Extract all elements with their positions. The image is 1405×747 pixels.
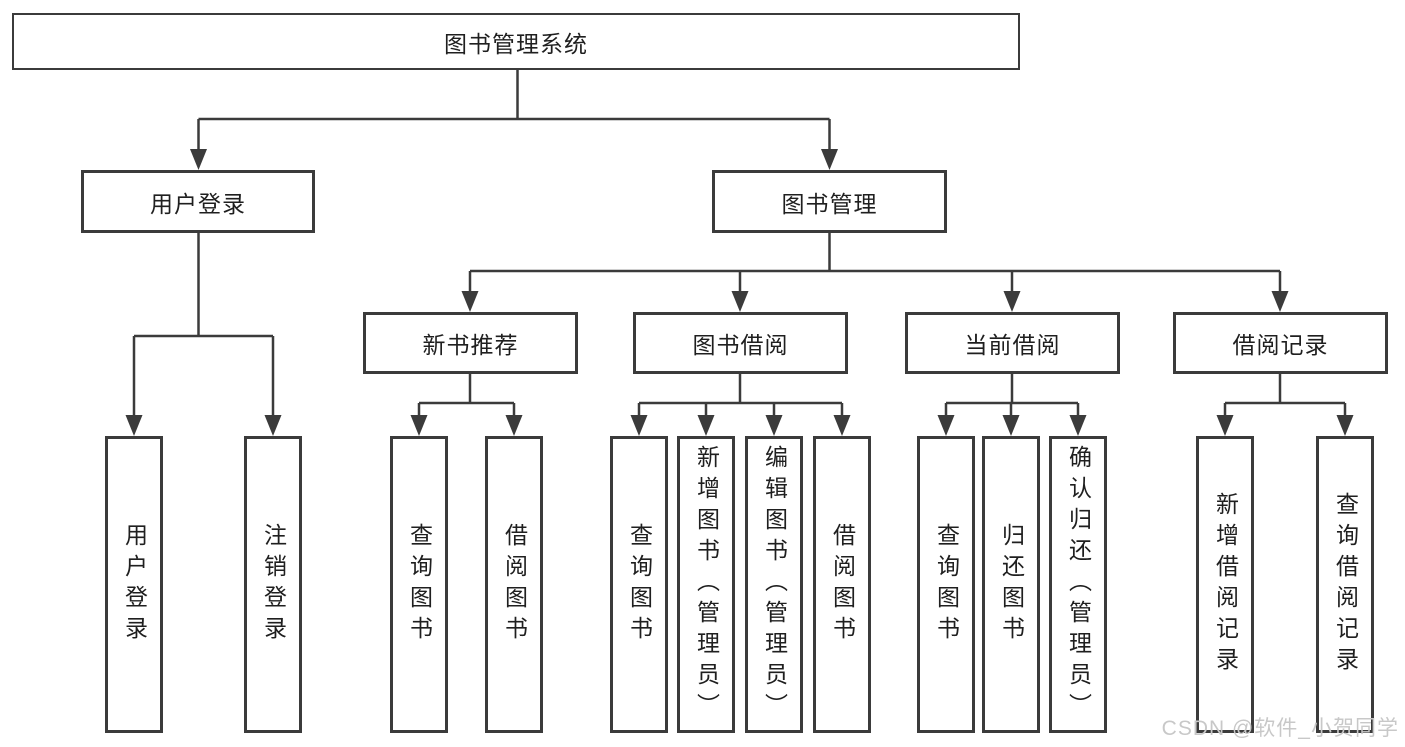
csdn-watermark: CSDN @软件_小贺同学: [1161, 717, 1399, 740]
leaf-borrow-book: 借阅图书: [813, 436, 871, 733]
node-book-management: 图书管理: [712, 170, 947, 233]
node-current-borrow-label: 当前借阅: [964, 332, 1061, 358]
node-book-borrow-label: 图书借阅: [692, 332, 789, 358]
leaf-borrow-query-label: 查询图书: [626, 522, 653, 647]
leaf-borrow-query: 查询图书: [610, 436, 668, 733]
leaf-record-query: 查询借阅记录: [1316, 436, 1374, 733]
leaf-logout-label: 注销登录: [260, 522, 287, 647]
node-new-book-recommend: 新书推荐: [363, 312, 578, 374]
node-user-login: 用户登录: [81, 170, 315, 233]
leaf-current-confirm-admin-label: 确认归还（管理员）: [1065, 445, 1092, 724]
leaf-borrow-book-label: 借阅图书: [829, 522, 856, 647]
node-borrow-record-label: 借阅记录: [1232, 332, 1329, 358]
node-borrow-record: 借阅记录: [1173, 312, 1388, 374]
node-root-label: 图书管理系统: [444, 30, 588, 57]
leaf-newbook-query: 查询图书: [390, 436, 448, 733]
leaf-record-add: 新增借阅记录: [1196, 436, 1254, 733]
node-user-login-label: 用户登录: [150, 190, 246, 217]
leaf-newbook-borrow: 借阅图书: [485, 436, 543, 733]
leaf-borrow-add-admin-label: 新增图书（管理员）: [693, 445, 720, 724]
leaf-current-return-label: 归还图书: [998, 522, 1025, 647]
leaf-current-query: 查询图书: [917, 436, 975, 733]
leaf-newbook-borrow-label: 借阅图书: [501, 522, 528, 647]
node-book-management-label: 图书管理: [781, 190, 878, 217]
arrowheads: [125, 149, 1354, 436]
leaf-current-query-label: 查询图书: [933, 522, 960, 647]
leaf-borrow-add-admin: 新增图书（管理员）: [677, 436, 735, 733]
leaf-borrow-edit-admin-label: 编辑图书（管理员）: [761, 445, 788, 724]
node-book-borrow: 图书借阅: [633, 312, 848, 374]
leaf-current-return: 归还图书: [982, 436, 1040, 733]
leaf-newbook-query-label: 查询图书: [406, 522, 433, 647]
node-current-borrow: 当前借阅: [905, 312, 1120, 374]
node-new-book-recommend-label: 新书推荐: [422, 332, 519, 358]
leaf-user-login: 用户登录: [105, 436, 163, 733]
leaf-borrow-edit-admin: 编辑图书（管理员）: [745, 436, 803, 733]
leaf-user-login-label: 用户登录: [121, 522, 148, 647]
leaf-record-query-label: 查询借阅记录: [1332, 491, 1359, 678]
leaf-record-add-label: 新增借阅记录: [1212, 491, 1239, 678]
leaf-current-confirm-admin: 确认归还（管理员）: [1049, 436, 1107, 733]
node-root: 图书管理系统: [12, 13, 1020, 70]
leaf-logout: 注销登录: [244, 436, 302, 733]
